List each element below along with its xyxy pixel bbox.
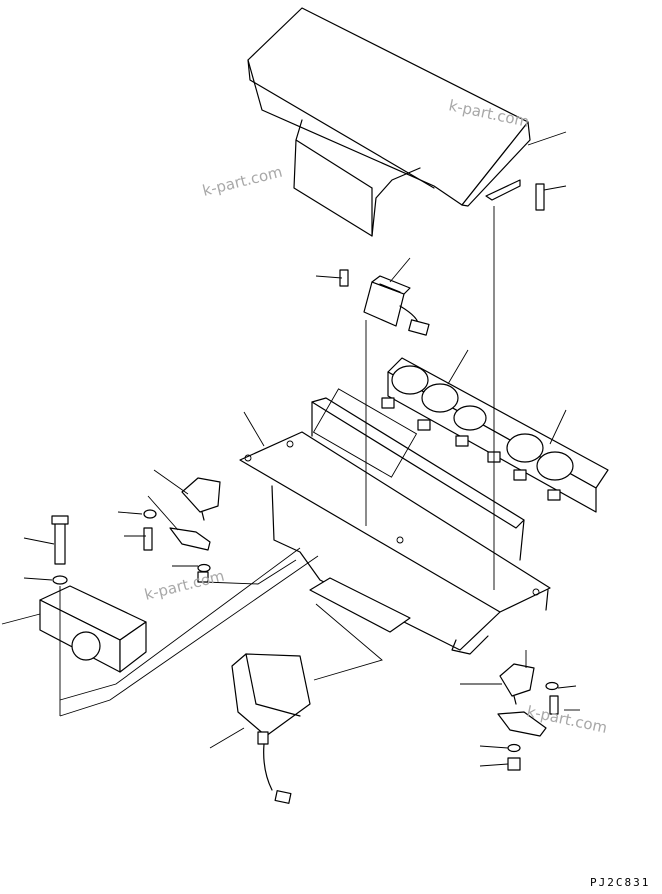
top-cover [247,7,531,237]
side-box [39,585,147,673]
drawing-code: PJ2C831 [590,876,650,889]
rubber-mount-left [169,477,221,551]
lamp-bar [381,357,609,513]
mounting-bracket [239,388,551,655]
leader-lines [1,131,580,767]
watermark-2: k-part.com [201,163,285,200]
connector-box [363,275,430,336]
guide-lines [59,206,527,717]
rubber-mount-right [497,663,547,737]
work-lamp [231,653,311,804]
watermark-3: k-part.com [143,567,227,604]
fasteners [51,183,559,771]
